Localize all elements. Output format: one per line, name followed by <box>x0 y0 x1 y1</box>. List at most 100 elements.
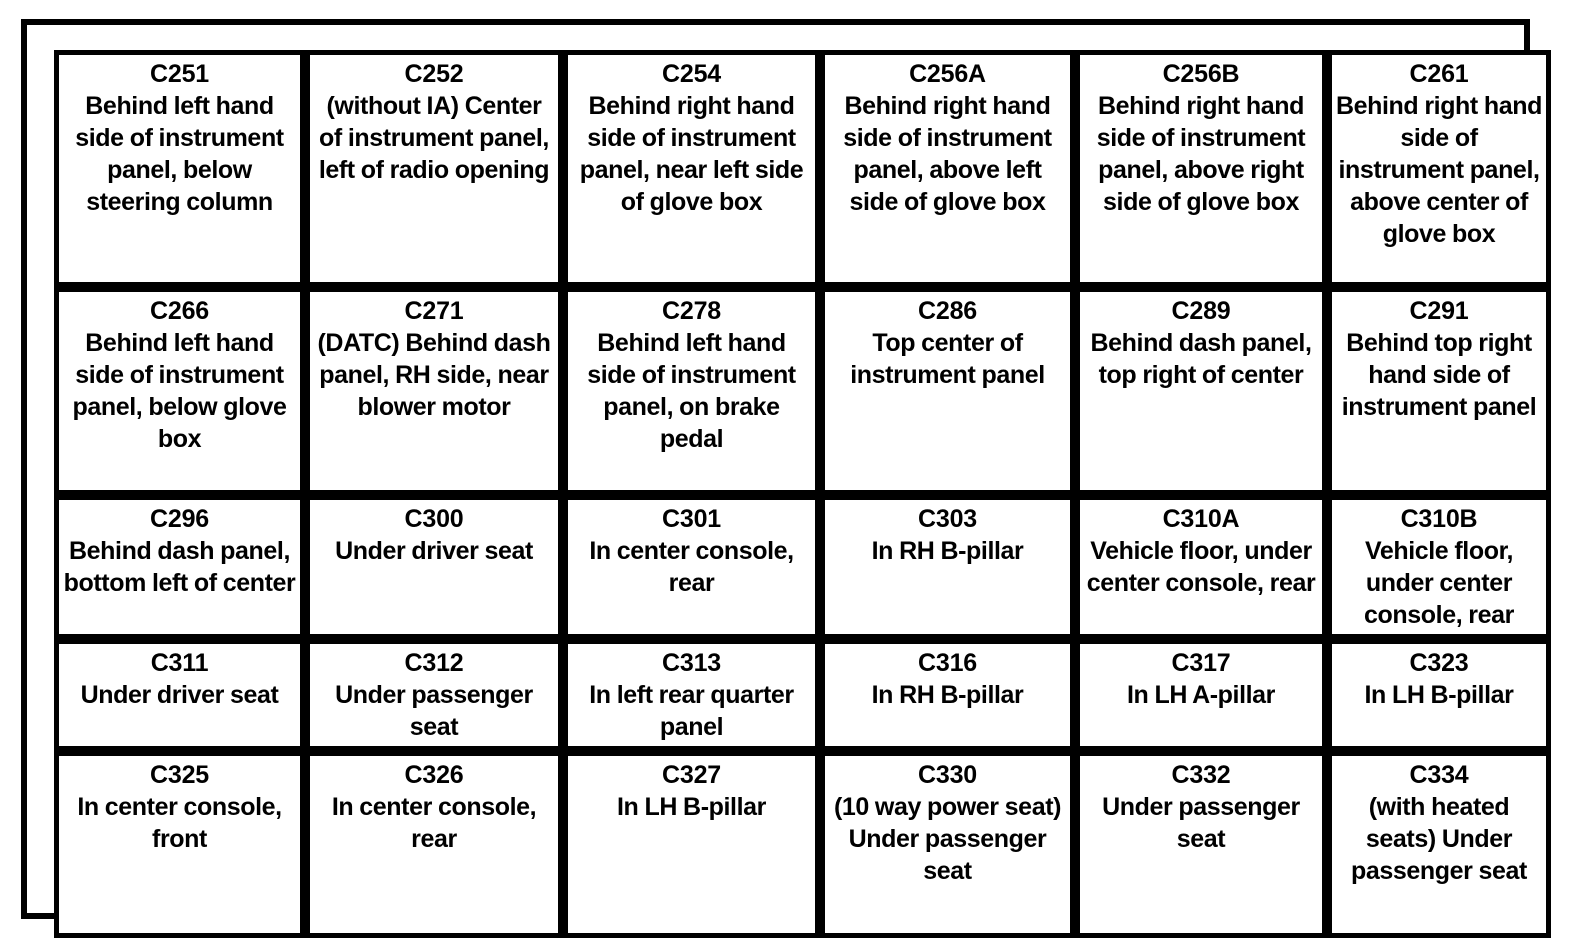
connector-cell-content: C316 In RH B-pillar <box>828 648 1067 711</box>
connector-code: C300 <box>404 505 464 533</box>
connector-cell-content: C313 In left rear quarter panel <box>571 648 812 743</box>
connector-code: C310B <box>1400 505 1478 533</box>
connector-location-description: Under driver seat <box>335 537 533 565</box>
connector-code: C311 <box>150 649 209 677</box>
connector-location-description: Top center of instrument panel <box>850 329 1045 389</box>
connector-code: C291 <box>1409 297 1469 325</box>
connector-code: C254 <box>662 60 721 88</box>
connector-location-description: Behind right hand side of instrument pan… <box>1335 92 1543 248</box>
connector-cell-content: C252 (without IA) Center of instrument pa… <box>313 59 555 186</box>
connector-code: C317 <box>1171 649 1231 677</box>
connector-code: C312 <box>404 649 464 677</box>
connector-cell: C327 In LH B-pillar <box>563 751 820 938</box>
connector-code: C327 <box>662 761 721 789</box>
connector-cell-content: C323 In LH B-pillar <box>1335 648 1543 711</box>
connector-location-description: Behind right hand side of instrument pan… <box>1096 92 1306 216</box>
connector-cell-content: C310B Vehicle floor, under center console… <box>1335 504 1543 631</box>
connector-code: C334 <box>1409 761 1469 789</box>
connector-cell: C325 In center console, front <box>54 751 305 938</box>
connector-code: C310A <box>1162 505 1240 533</box>
connector-location-description: (with heated seats) Under passenger seat <box>1351 793 1527 885</box>
connector-code: C251 <box>150 60 209 88</box>
connector-location-description: Behind left hand side of instrument pane… <box>72 329 287 453</box>
connector-code: C303 <box>918 505 977 533</box>
connector-location-description: Behind left hand side of instrument pane… <box>587 329 796 453</box>
connector-cell: C252 (without IA) Center of instrument pa… <box>305 50 563 287</box>
connector-cell: C323 In LH B-pillar <box>1327 639 1551 751</box>
connector-cell-content: C330(10 way power seat) Under passenger … <box>828 760 1067 887</box>
connector-code: C271 <box>404 297 464 325</box>
connector-location-description: Behind dash panel, bottom left of center <box>63 537 296 597</box>
connector-cell: C334 (with heated seats) Under passenger … <box>1327 751 1551 938</box>
connector-location-description: In RH B-pillar <box>871 681 1024 709</box>
connector-location-description: In left rear quarter panel <box>589 681 794 741</box>
connector-code: C316 <box>918 649 977 677</box>
connector-location-description: In center console, rear <box>589 537 794 597</box>
connector-cell-content: C256B Behind right hand side of instrumen… <box>1083 59 1319 218</box>
connector-location-description: Behind left hand side of instrument pane… <box>75 92 284 216</box>
connector-location-description: Behind top right hand side of instrument… <box>1341 329 1537 421</box>
connector-code: C289 <box>1171 297 1231 325</box>
connector-location-description: In LH B-pillar <box>617 793 766 821</box>
connector-location-description: In LH B-pillar <box>1364 681 1514 709</box>
connector-code: C332 <box>1171 761 1231 789</box>
connector-code: C296 <box>150 505 209 533</box>
connector-code: C278 <box>662 297 721 325</box>
connector-code: C261 <box>1409 60 1469 88</box>
connector-location-description: Vehicle floor, under center console, rea… <box>1364 537 1514 629</box>
connector-cell-content: C327 In LH B-pillar <box>571 760 812 823</box>
connector-cell: C256B Behind right hand side of instrumen… <box>1075 50 1327 287</box>
connector-code: C256B <box>1162 60 1240 88</box>
connector-location-description: (DATC) Behind dash panel, RH side, near … <box>317 329 551 421</box>
connector-location-description: Behind dash panel, top right of center <box>1090 329 1312 389</box>
connector-code: C313 <box>662 649 721 677</box>
connector-location-description: In center console, front <box>77 793 282 853</box>
connector-location-description: Under passenger seat <box>335 681 533 741</box>
connector-cell: C330(10 way power seat) Under passenger … <box>820 751 1075 938</box>
connector-code: C252 <box>404 60 464 88</box>
connector-location-description: Behind right hand side of instrument pan… <box>579 92 804 216</box>
connector-location-description: Under passenger seat <box>1102 793 1300 853</box>
connector-code: C325 <box>150 761 209 789</box>
connector-cell: C313 In left rear quarter panel <box>563 639 820 751</box>
connector-code: C323 <box>1409 649 1469 677</box>
connector-location-description: (without IA) Center of instrument panel,… <box>318 92 550 184</box>
connector-location-description: Behind right hand side of instrument pan… <box>843 92 1052 216</box>
connector-cell: C271 (DATC) Behind dash panel, RH side, n… <box>305 287 563 495</box>
connector-code: C330 <box>918 761 977 789</box>
